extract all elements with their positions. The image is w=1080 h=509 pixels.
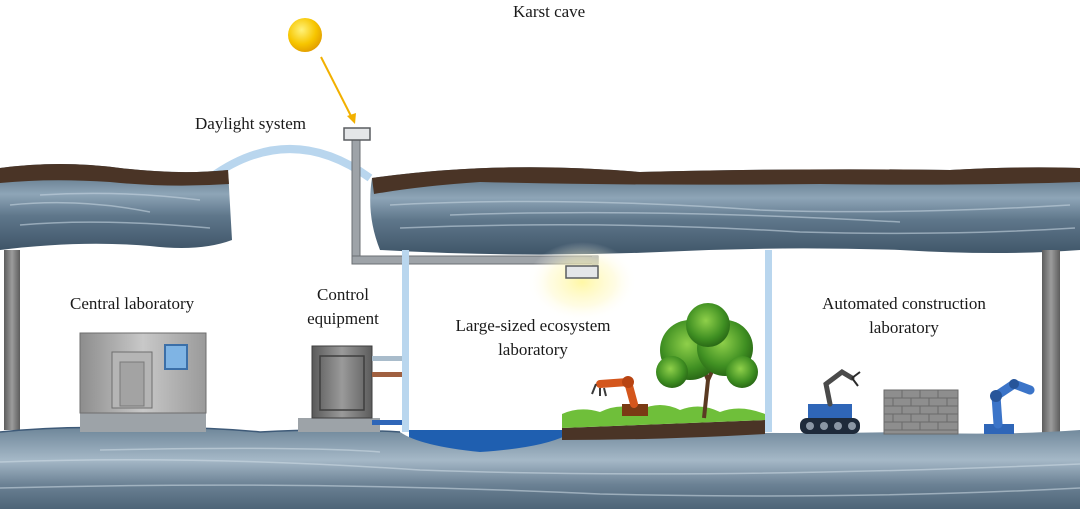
pillar-left (4, 250, 20, 430)
label-ecosystem-laboratory: Large-sized ecosystem laboratory (440, 314, 626, 362)
label-control-line1: Control (317, 285, 369, 304)
cave-ceiling-right (370, 167, 1080, 255)
title-karst-cave: Karst cave (513, 2, 586, 21)
brick-wall-icon (883, 389, 959, 435)
label-automated-construction-laboratory: Automated construction laboratory (804, 292, 1004, 340)
ecosystem-soil-bed (562, 405, 765, 440)
central-lab-cabinet-icon (79, 332, 207, 432)
tracked-robot-icon (800, 368, 861, 434)
label-daylight-system: Daylight system (195, 114, 306, 133)
pillar-right (1042, 250, 1060, 435)
control-equipment-icon (298, 345, 402, 432)
glass-arch (207, 145, 373, 182)
label-eco-line1: Large-sized ecosystem (455, 316, 611, 335)
label-central-laboratory: Central laboratory (70, 294, 195, 313)
daylight-collector-icon (343, 127, 371, 141)
label-control-equipment: Control equipment (305, 283, 381, 331)
robot-arm-icon (591, 376, 648, 416)
cave-floor (0, 426, 1080, 509)
glass-partition-left (402, 250, 409, 432)
label-auto-line2: laboratory (869, 318, 939, 337)
label-control-line2: equipment (307, 309, 379, 328)
label-auto-line1: Automated construction (822, 294, 986, 313)
sun-ray-arrow (320, 56, 356, 124)
cave-ceiling-left (0, 164, 232, 250)
glass-partition-right (765, 250, 772, 432)
label-eco-line2: laboratory (498, 340, 568, 359)
sun-icon (288, 18, 322, 52)
tree-icon (656, 303, 758, 419)
industrial-robot-icon (984, 378, 1035, 434)
light-diffuser-glow (527, 242, 637, 322)
